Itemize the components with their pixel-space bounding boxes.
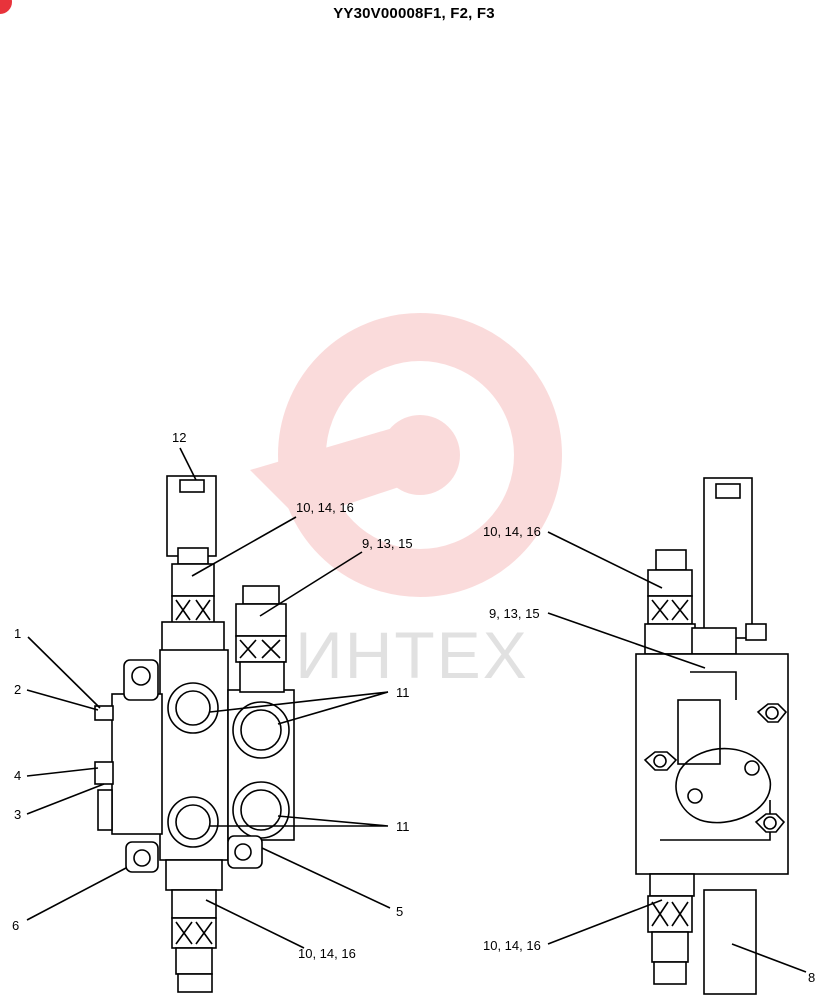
callout-right-8: 8 (808, 970, 815, 985)
page-title: YY30V00008F1, F2, F3 (333, 5, 495, 22)
callout-right-10-14-16-bottom: 10, 14, 16 (483, 938, 541, 953)
callout-6: 6 (12, 918, 19, 933)
callout-10-14-16-bottom: 10, 14, 16 (298, 946, 356, 961)
callout-9-13-15: 9, 13, 15 (362, 536, 413, 551)
callout-right-9-13-15: 9, 13, 15 (489, 606, 540, 621)
callout-10-14-16-top: 10, 14, 16 (296, 500, 354, 515)
callout-right-10-14-16-top: 10, 14, 16 (483, 524, 541, 539)
callout-12: 12 (172, 430, 186, 445)
callout-2: 2 (14, 682, 21, 697)
watermark-gear-logo (250, 313, 562, 597)
callout-11-lower: 11 (396, 819, 410, 834)
callout-1: 1 (14, 626, 21, 641)
callout-3: 3 (14, 807, 21, 822)
leader-lines (26, 447, 807, 973)
watermark-text: ИНТЕХ (295, 618, 528, 692)
callout-5: 5 (396, 904, 403, 919)
callout-labels: 12 10, 14, 16 9, 13, 15 1 2 4 3 11 11 6 … (12, 430, 815, 985)
callout-4: 4 (14, 768, 21, 783)
right-valve-view (635, 477, 789, 995)
callout-11-upper: 11 (396, 685, 410, 700)
left-valve-view (94, 475, 295, 993)
